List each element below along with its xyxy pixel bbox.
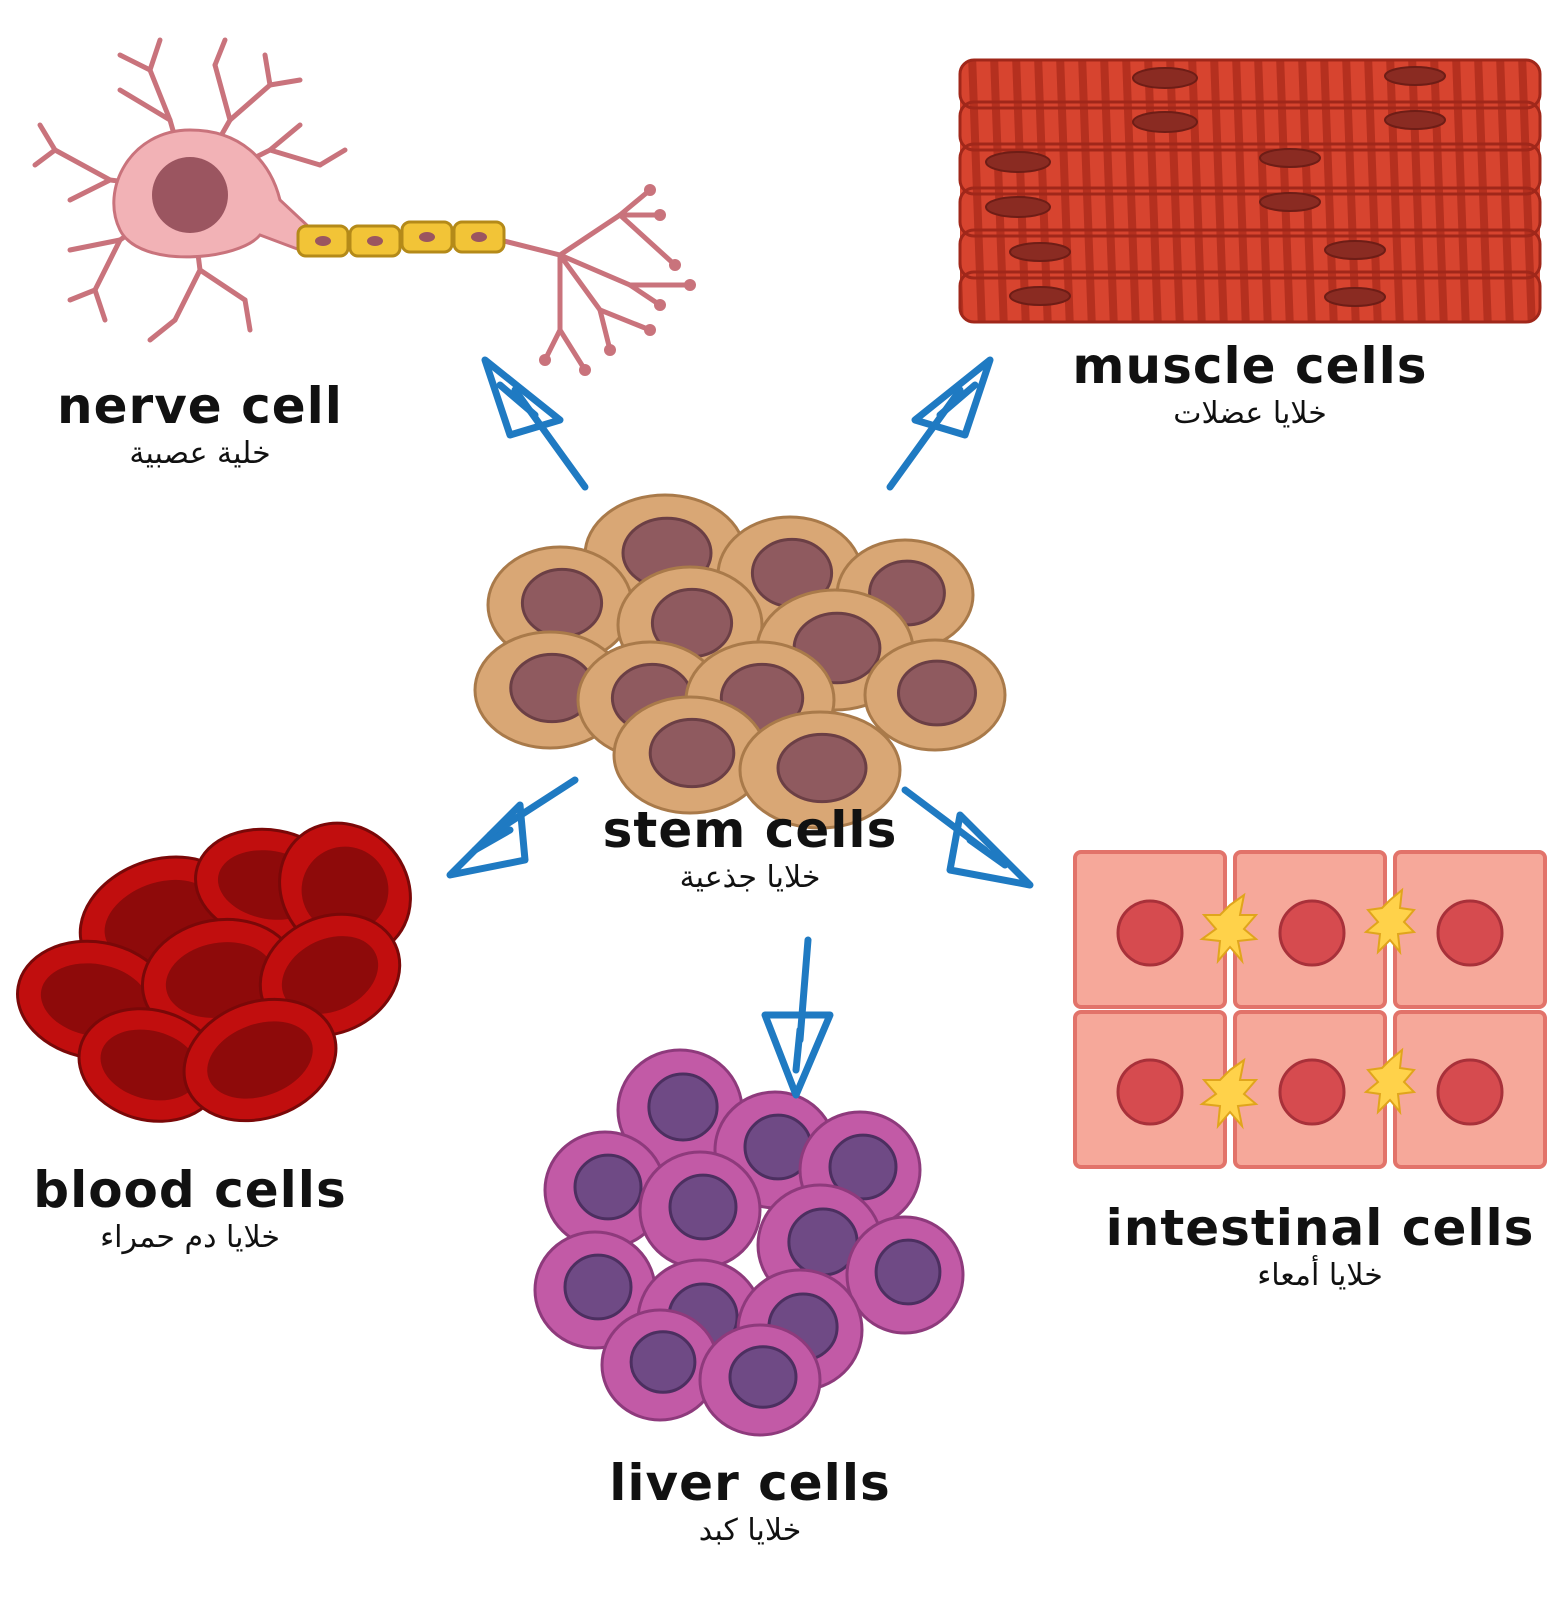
nerve-cell-label: nerve cell خلية عصبية bbox=[30, 378, 370, 474]
muscle-cells-label-ar: خلايا عضلات bbox=[1173, 396, 1327, 431]
nerve-cell-icon bbox=[32, 37, 696, 376]
arrow-to-liver-icon bbox=[761, 936, 834, 1099]
liver-cells-label-en: liver cells bbox=[609, 1454, 891, 1512]
muscle-fibers-icon bbox=[958, 58, 1542, 324]
arrow-to-blood-icon bbox=[446, 776, 579, 879]
arrow-to-intestinal-icon bbox=[901, 786, 1034, 889]
nerve-cell-label-en: nerve cell bbox=[57, 377, 343, 435]
intestinal-epithelium-icon bbox=[1073, 850, 1547, 1169]
muscle-cells-label-en: muscle cells bbox=[1072, 337, 1428, 395]
liver-cell-cluster-icon bbox=[533, 1048, 965, 1437]
red-blood-cells-icon bbox=[16, 821, 412, 1123]
arrows bbox=[446, 356, 1034, 1099]
blood-cells-label: blood cells خلايا دم حمراء bbox=[10, 1162, 370, 1258]
stem-cells-label-ar: خلايا جذعية bbox=[679, 860, 821, 895]
arrow-to-nerve-icon bbox=[481, 356, 589, 491]
intestinal-cells-label-ar: خلايا أمعاء bbox=[1257, 1258, 1383, 1293]
blood-cells-label-ar: خلايا دم حمراء bbox=[100, 1220, 280, 1255]
stem-cells-label-en: stem cells bbox=[602, 801, 898, 859]
muscle-cells-label: muscle cells خلايا عضلات bbox=[1060, 338, 1440, 434]
liver-cells-label-ar: خلايا كبد bbox=[698, 1513, 802, 1548]
intestinal-cells-label-en: intestinal cells bbox=[1105, 1199, 1535, 1257]
nerve-cell-label-ar: خلية عصبية bbox=[129, 436, 271, 471]
stem-cells-label: stem cells خلايا جذعية bbox=[560, 802, 940, 898]
liver-cells-label: liver cells خلايا كبد bbox=[560, 1455, 940, 1551]
arrow-to-muscle-icon bbox=[886, 356, 994, 491]
blood-cells-label-en: blood cells bbox=[33, 1161, 347, 1219]
stem-cell-cluster-icon bbox=[473, 493, 1007, 830]
intestinal-cells-label: intestinal cells خلايا أمعاء bbox=[1095, 1200, 1545, 1296]
